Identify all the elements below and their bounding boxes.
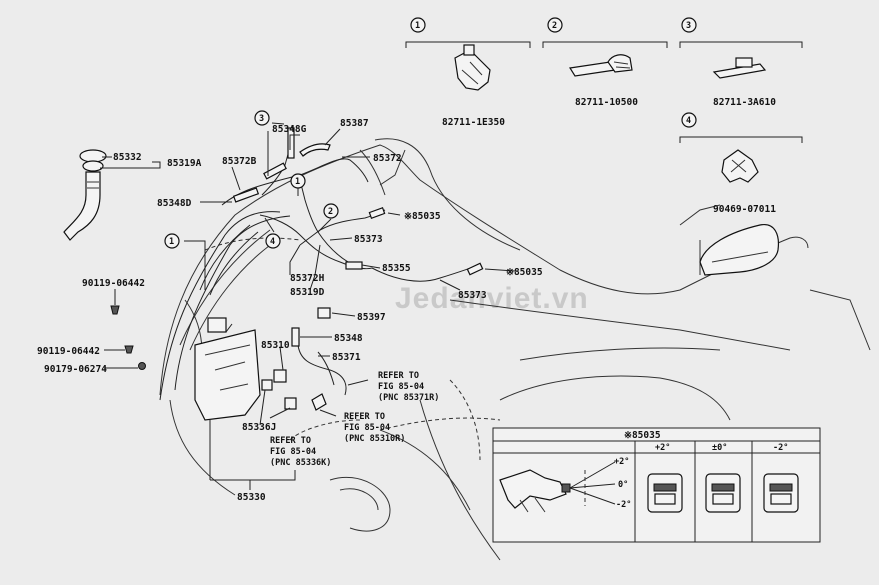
callout-2 [323,203,339,219]
callout-1b-label: 1 [295,177,300,187]
leader-lines [100,122,516,490]
washer-hoses [159,125,481,401]
variant-1-marker: 1 [415,21,420,31]
label-85348D: 85348D [157,198,192,209]
inset-left-zero: 0° [618,480,628,490]
variant-4-marker: 4 [686,116,691,126]
nozzle-minus2 [763,473,799,513]
variant-panel-2: 2 82711-10500 [542,17,668,108]
label-85348: 85348 [334,333,363,344]
label-85373-a: 85373 [354,234,383,245]
variant-2-marker: 2 [552,21,557,31]
label-85035-b: ※85035 [506,267,543,278]
filler-neck [63,149,107,241]
watermark: Jedanviet.vn [395,282,589,315]
ref3-line2: FIG 85-04 [270,447,316,457]
ref2-line3: (PNC 85310R) [344,434,405,444]
label-90119-06442-a: 90119-06442 [82,278,145,289]
label-85330: 85330 [237,492,266,503]
label-85372H: 85372H [290,273,325,284]
ref1-line3: (PNC 85371R) [378,393,439,403]
label-85397: 85397 [357,312,386,323]
ref3-line3: (PNC 85336K) [270,458,331,468]
callout-1 [164,233,180,249]
side-mirror [699,223,780,276]
variant-3-marker: 3 [686,21,691,31]
ref1-line1: REFER TO [378,371,419,381]
inset-angle-plus2: +2° [655,443,670,453]
nozzle-angle-inset: ※85035 +2° ±0° -2° +2° 0° -2° [492,427,821,543]
label-85372B: 85372B [222,156,257,167]
label-85319A: 85319A [167,158,202,169]
label-90179-06274: 90179-06274 [44,364,107,375]
nozzle-zero [705,473,741,513]
nozzle-plus2 [647,473,683,513]
variant-panel-3: 3 82711-3A610 [679,17,803,108]
inset-title: ※85035 [624,430,661,441]
label-85371: 85371 [332,352,361,363]
callout-3 [254,110,270,126]
variant-4-part: 90469-07011 [713,204,776,215]
callout-2-label: 2 [328,207,333,217]
ref1-line2: FIG 85-04 [378,382,424,392]
variant-panel-4: 4 90469-07011 [679,112,803,215]
callout-4-label: 4 [270,237,275,247]
inset-left-plus2: +2° [614,457,629,467]
part-labels: 85332 85319A 85348D 85372B 85348G 85387 … [37,118,543,503]
cowl [179,229,281,351]
callout-markers: 1 1 2 3 4 [164,110,339,249]
label-85319D: 85319D [290,287,325,298]
callout-1b [290,173,306,189]
callout-4 [265,233,281,249]
variant-3-part: 82711-3A610 [713,97,776,108]
ref2-line2: FIG 85-04 [344,423,390,433]
label-85355: 85355 [382,263,411,274]
hose-fittings [232,127,484,411]
variant-2-part: 82711-10500 [575,97,638,108]
callout-1-label: 1 [169,237,174,247]
ref2-line1: REFER TO [344,412,385,422]
label-85348G: 85348G [272,124,307,135]
label-85332: 85332 [113,152,142,163]
label-85373-b: 85373 [458,290,487,301]
label-85387: 85387 [340,118,369,129]
label-85336J: 85336J [242,422,276,433]
inset-angle-zero: ±0° [712,443,727,453]
label-85372: 85372 [373,153,402,164]
variant-1-part: 82711-1E350 [442,117,505,128]
label-85310: 85310 [261,340,290,351]
washer-tank [194,317,261,421]
refer-notes: REFER TO FIG 85-04 (PNC 85371R) REFER TO… [270,371,439,468]
ref3-line1: REFER TO [270,436,311,446]
callout-3-label: 3 [259,114,264,124]
label-85035-a: ※85035 [404,211,441,222]
inset-left-minus2: -2° [616,500,631,510]
variant-panel-1: 1 82711-1E350 [405,17,531,128]
inset-angle-minus2: -2° [773,443,788,453]
label-90119-06442-b: 90119-06442 [37,346,100,357]
bolts [110,305,146,370]
